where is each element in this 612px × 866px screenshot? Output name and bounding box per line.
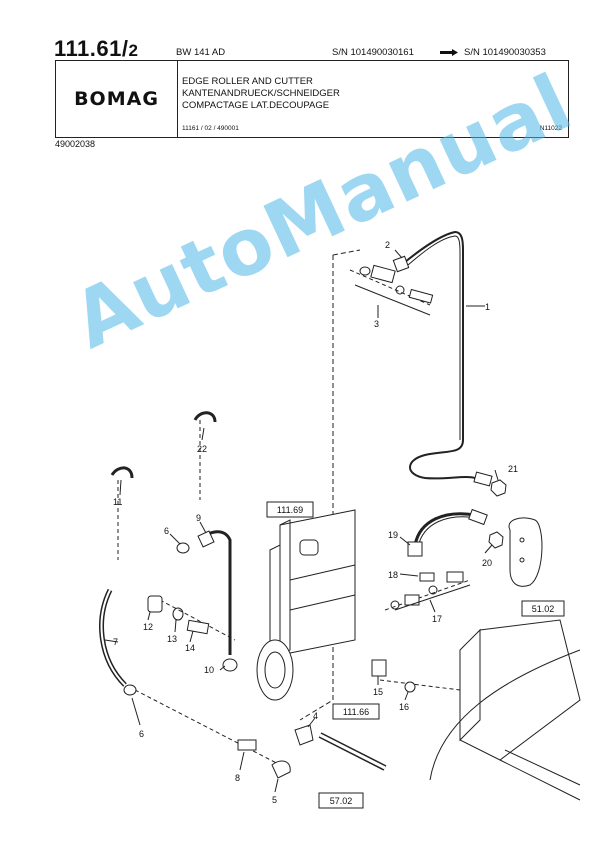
callout-12: 12 xyxy=(143,622,153,632)
title-french: COMPACTAGE LAT.DECOUPAGE xyxy=(182,100,330,111)
callout-3: 3 xyxy=(374,319,379,329)
callout-22: 22 xyxy=(197,444,207,454)
callout-2: 2 xyxy=(385,240,390,250)
callout-10: 10 xyxy=(204,665,214,675)
callout-9: 9 xyxy=(196,513,201,523)
document-number: 49002038 xyxy=(55,139,96,149)
callout-19: 19 xyxy=(388,530,398,540)
callout-8: 8 xyxy=(235,773,240,783)
ref-box-label: 57.02 xyxy=(330,796,353,806)
reference-code: 11161 / 02 / 490001 xyxy=(182,125,239,132)
callout-13: 13 xyxy=(167,634,177,644)
serial-to: S/N 101490030353 xyxy=(464,47,546,58)
arrow-right-icon xyxy=(440,49,458,56)
callout-18: 18 xyxy=(388,570,398,580)
title-english: EDGE ROLLER AND CUTTER xyxy=(182,76,313,87)
title-block: BOMAG EDGE ROLLER AND CUTTER KANTENANDRU… xyxy=(55,60,569,138)
callout-4: 4 xyxy=(313,711,318,721)
serial-from: S/N 101490030161 xyxy=(332,47,414,58)
callout-6-lower: 6 xyxy=(139,729,144,739)
callout-15: 15 xyxy=(373,687,383,697)
callout-21: 21 xyxy=(508,464,518,474)
callout-14: 14 xyxy=(185,643,195,653)
callout-17: 17 xyxy=(432,614,442,624)
logo-cell: BOMAG xyxy=(56,61,178,137)
ref-box-57-02: 57.02 xyxy=(318,792,364,809)
callout-6-upper: 6 xyxy=(164,526,169,536)
callout-1: 1 xyxy=(485,302,490,312)
callout-11: 11 xyxy=(113,497,122,507)
ref-box-label: 51.02 xyxy=(532,604,555,614)
callout-5: 5 xyxy=(272,795,277,805)
drawing-number: N11022 xyxy=(539,125,562,132)
brand-logo: BOMAG xyxy=(74,88,159,110)
ref-box-label: 111.66 xyxy=(343,707,369,717)
callout-7: 7 xyxy=(113,637,118,647)
callout-20: 20 xyxy=(482,558,492,568)
model-label: BW 141 AD xyxy=(176,47,226,58)
ref-box-111-66: 111.66 xyxy=(332,703,380,720)
page-number: 111.61/2 xyxy=(54,36,139,61)
ref-box-51-02: 51.02 xyxy=(521,600,565,617)
title-german: KANTENANDRUECK/SCHNEIDGER xyxy=(182,88,340,99)
ref-box-label: 111.69 xyxy=(277,505,303,515)
ref-box-111-69: 111.69 xyxy=(266,501,314,518)
callout-16: 16 xyxy=(399,702,409,712)
